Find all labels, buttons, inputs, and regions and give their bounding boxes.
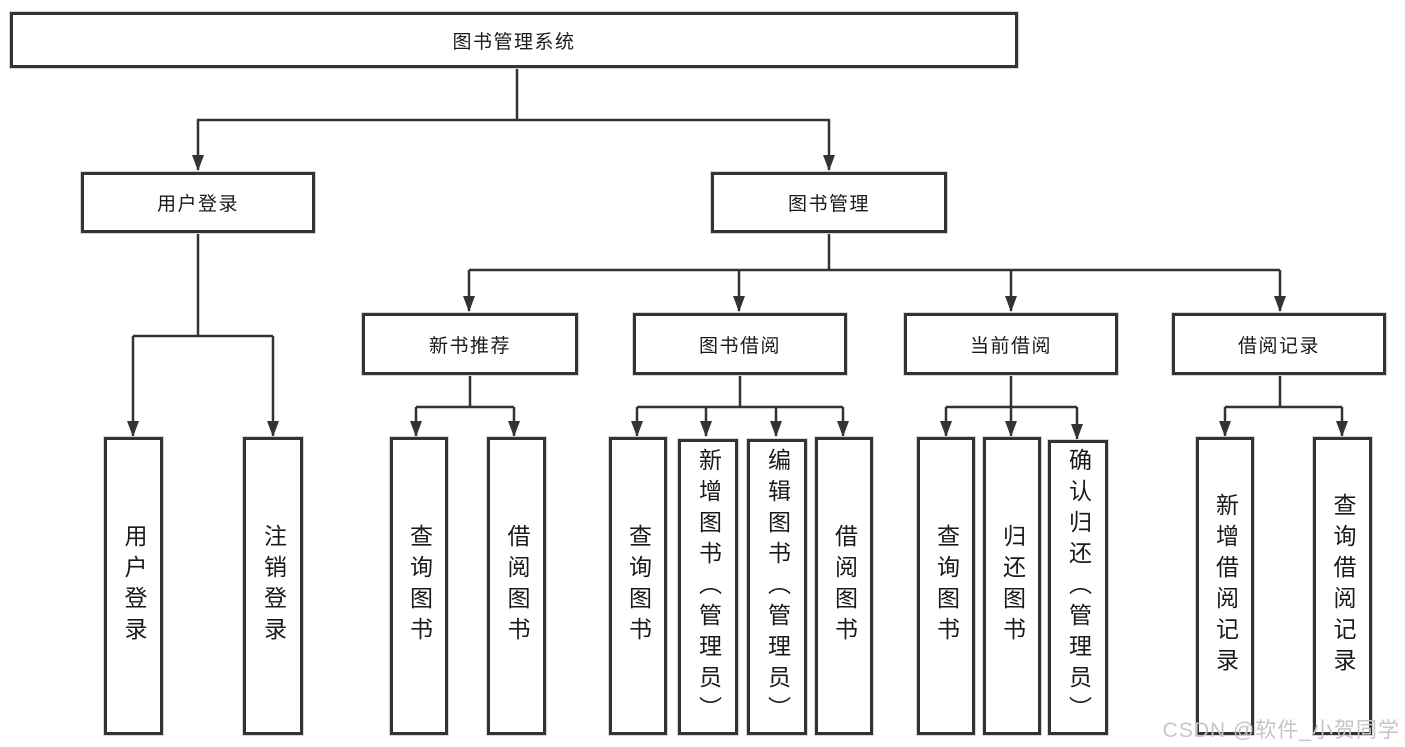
connector-group-book-management [463,233,1286,312]
node-current-borrow: 当前借阅 [904,313,1118,375]
connector-group-new-book-recommend [410,375,520,437]
node-book-management: 图书管理 [711,172,947,233]
leaf-recommend-borrow-book: 借阅图书 [487,437,546,735]
node-book-borrow: 图书借阅 [633,313,847,375]
node-borrow-record-label: 借阅记录 [1237,335,1320,357]
leaf-borrow-edit-book: 编辑图书（管理员） [747,439,807,735]
node-book-borrow-label: 图书借阅 [698,335,781,357]
node-user-login-label: 用户登录 [156,194,239,215]
leaf-recommend-query-book-label: 查询图书 [406,524,433,648]
leaf-logout-label: 注销登录 [260,524,287,648]
leaf-logout: 注销登录 [243,437,303,735]
leaf-current-query-book: 查询图书 [917,437,975,735]
leaf-borrow-edit-book-label: 编辑图书（管理员） [764,447,791,727]
node-current-borrow-label: 当前借阅 [969,335,1052,357]
node-root: 图书管理系统 [10,12,1018,68]
leaf-recommend-borrow-book-label: 借阅图书 [504,524,530,648]
leaf-record-query-record: 查询借阅记录 [1313,437,1372,735]
node-user-login: 用户登录 [81,172,315,233]
connector-group-book-borrow [631,375,849,437]
node-new-book-recommend-label: 新书推荐 [428,335,511,357]
node-new-book-recommend: 新书推荐 [362,313,578,375]
connector-group-root [192,68,835,171]
leaf-user-login-label: 用户登录 [121,524,147,648]
connector-group-borrow-record [1219,375,1348,437]
leaf-current-return-book-label: 归还图书 [999,524,1026,648]
leaf-record-query-record-label: 查询借阅记录 [1330,493,1356,679]
leaf-borrow-borrow-book: 借阅图书 [815,437,873,735]
leaf-record-add-record: 新增借阅记录 [1196,437,1254,735]
leaf-current-confirm-return-label: 确认归还（管理员） [1065,448,1092,727]
leaf-current-query-book-label: 查询图书 [933,524,960,648]
leaf-user-login: 用户登录 [104,437,163,735]
leaf-current-return-book: 归还图书 [983,437,1041,735]
leaf-record-add-record-label: 新增借阅记录 [1212,493,1239,679]
leaf-borrow-add-book: 新增图书（管理员） [678,439,738,735]
leaf-recommend-query-book: 查询图书 [390,437,448,735]
connector-group-current-borrow [940,375,1083,440]
leaf-borrow-query-book: 查询图书 [609,437,667,735]
leaf-current-confirm-return: 确认归还（管理员） [1048,440,1108,735]
leaf-borrow-borrow-book-label: 借阅图书 [831,524,858,648]
connector-group-user-login [127,233,279,437]
leaf-borrow-query-book-label: 查询图书 [625,524,652,648]
leaf-borrow-add-book-label: 新增图书（管理员） [695,447,722,727]
node-borrow-record: 借阅记录 [1172,313,1386,375]
csdn-watermark: CSDN @软件_小贺同学 [1162,719,1400,742]
node-root-label: 图书管理系统 [452,31,576,53]
node-book-management-label: 图书管理 [787,194,870,215]
